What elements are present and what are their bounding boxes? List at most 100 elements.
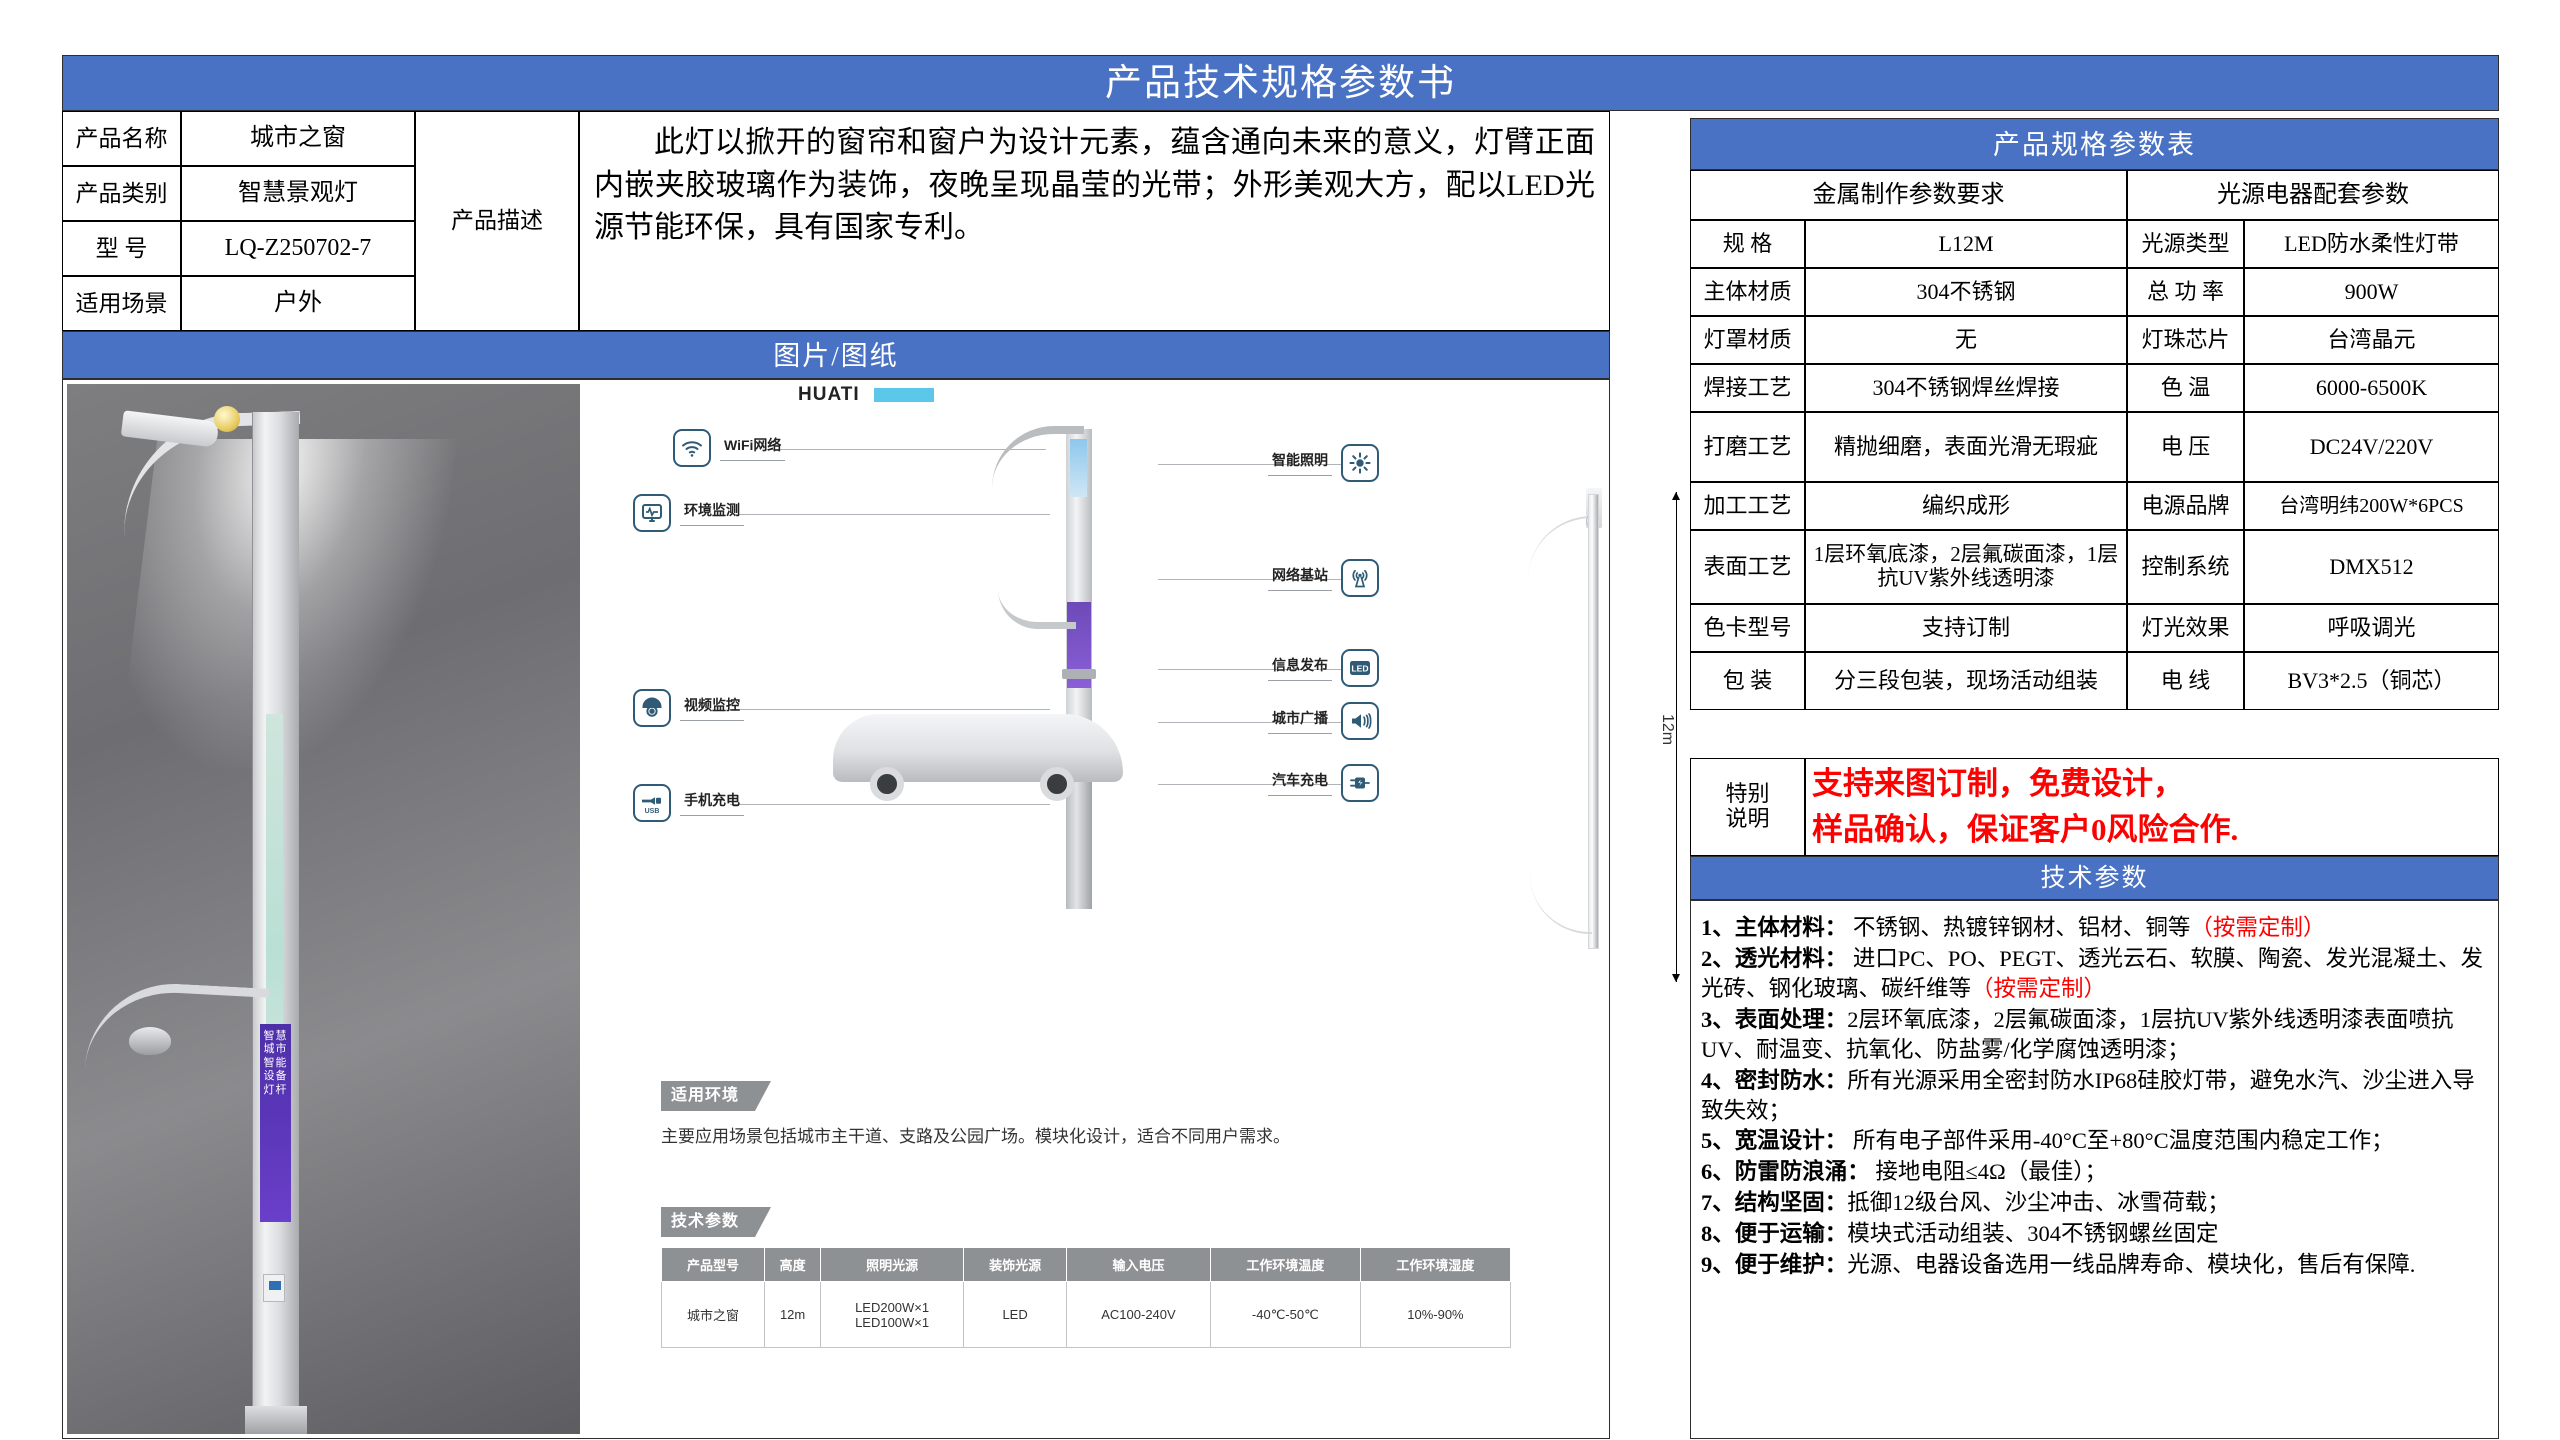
tech-item-body: 不锈钢、热镀锌钢材、铝材、铜等	[1847, 915, 2191, 940]
feature-label: 智能照明	[1268, 450, 1332, 476]
tech-item-head: 透光材料：	[1734, 945, 1848, 971]
spec-group-light: 光源电器配套参数	[2127, 170, 2499, 220]
spec-value: 无	[1805, 316, 2127, 364]
special-note-label: 特别 说明	[1690, 758, 1805, 856]
spec-key: 包 装	[1690, 652, 1805, 710]
tech-item-body: 模块式活动组装、304不锈钢螺丝固定	[1847, 1221, 2219, 1247]
feature-label: 手机充电	[680, 790, 744, 816]
spec-value: 台湾晶元	[2244, 316, 2499, 364]
spec-section-title: 产品规格参数表	[1690, 118, 2499, 170]
column-header: 照明光源	[820, 1247, 965, 1282]
tech-item-number: 9、	[1701, 1252, 1735, 1278]
product-photo: 智慧城市智能设备灯杆	[67, 384, 580, 1434]
spec-key: 灯珠芯片	[2127, 316, 2244, 364]
feature-label: 城市广播	[1268, 708, 1332, 734]
brand-swatch	[873, 387, 934, 402]
pole-lower-curve	[1530, 874, 1592, 934]
tech-item-number: 4、	[1701, 1067, 1735, 1093]
drawings-section-title: 图片/图纸	[62, 331, 1610, 379]
spec-value: DMX512	[2244, 530, 2499, 604]
drawings-section: 智慧城市智能设备灯杆 HUATI	[62, 379, 1680, 1439]
tech-item-body: 光源、电器设备选用一线品牌寿命、模块化，售后有保障.	[1847, 1252, 2416, 1278]
leader-line	[1158, 784, 1343, 785]
spec-key: 光源类型	[2127, 220, 2244, 268]
tech-item-head: 结构坚固：	[1734, 1190, 1848, 1216]
special-note-row: 特别 说明 支持来图订制，免费设计， 样品确认，保证客户0风险合作.	[1690, 758, 2499, 856]
special-note-line1: 支持来图订制，免费设计，	[1812, 766, 2184, 802]
spec-group-header-row: 金属制作参数要求 光源电器配套参数	[1690, 170, 2499, 220]
leader-line	[730, 804, 1050, 805]
tech-item-head: 主体材料：	[1734, 915, 1848, 940]
table-row: 加工工艺 编织成形 电源品牌 台湾明纬200W*6PCS	[1690, 482, 2499, 530]
tech-item-number: 6、	[1701, 1159, 1735, 1185]
table-row: 色卡型号 支持订制 灯光效果 呼吸调光	[1690, 604, 2499, 652]
tech-item-head: 表面处理：	[1734, 1006, 1848, 1032]
pole-service-box	[263, 1274, 285, 1302]
feature-loudspeaker: 城市广播	[1268, 702, 1379, 740]
column-header: 产品型号	[660, 1247, 766, 1282]
tech-item-note: （按需定制）	[2190, 915, 2326, 940]
dome-camera-icon	[129, 1027, 171, 1055]
tech-item-number: 2、	[1701, 945, 1735, 971]
spec-key: 电 线	[2127, 652, 2244, 710]
list-item: 3、表面处理：2层环氧底漆，2层氟碳面漆，1层抗UV紫外线透明漆表面喷抗UV、耐…	[1701, 1005, 2490, 1065]
spec-key: 控制系统	[2127, 530, 2244, 604]
dimension-label: 12m	[1659, 714, 1676, 746]
mini-panel-tag: 技术参数	[661, 1207, 772, 1237]
spec-key: 打磨工艺	[1690, 412, 1805, 482]
table-row: 主体材质 304不锈钢 总 功 率 900W	[1690, 268, 2499, 316]
schematic-lower-arm	[998, 589, 1076, 629]
table-cell: LED200W×1 LED100W×1	[820, 1281, 965, 1348]
table-row: 适用场景 户外	[62, 276, 1172, 331]
special-note-label-line2: 说明	[1725, 806, 1770, 831]
info-key: 产品名称	[62, 111, 181, 166]
spec-value: 分三段包装，现场活动组装	[1805, 652, 2127, 710]
feature-label: 网络基站	[1268, 565, 1332, 591]
tech-item-head: 宽温设计：	[1734, 1128, 1848, 1154]
dimension-line	[1672, 492, 1680, 982]
car-wheel	[870, 767, 904, 801]
spec-value: 900W	[2244, 268, 2499, 316]
spec-key: 表面工艺	[1690, 530, 1805, 604]
spec-value: 呼吸调光	[2244, 604, 2499, 652]
tech-item-number: 3、	[1701, 1006, 1735, 1032]
tech-parameters-list: 1、主体材料： 不锈钢、热镀锌钢材、铝材、铜等（按需定制） 2、透光材料： 进口…	[1690, 900, 2499, 1439]
list-item: 9、便于维护：光源、电器设备选用一线品牌寿命、模块化，售后有保障.	[1701, 1250, 2490, 1280]
tech-item-body: 进口PC、PO、PEGT、透光云石、软膜、陶瓷、发光混凝土、发光砖、钢化玻璃、碳…	[1701, 945, 2483, 1001]
column-header: 输入电压	[1066, 1247, 1211, 1282]
schematic-bracket	[1062, 669, 1096, 679]
spec-key: 加工工艺	[1690, 482, 1805, 530]
schematic-arm	[992, 426, 1084, 488]
brand-logo: HUATI	[798, 384, 934, 406]
spec-value: 304不锈钢	[1805, 268, 2127, 316]
pole-arm-curve	[1528, 516, 1592, 586]
table-row: 表面工艺 1层环氧底漆，2层氟碳面漆，1层抗UV紫外线透明漆 控制系统 DMX5…	[1690, 530, 2499, 604]
table-cell: 10%-90%	[1359, 1281, 1512, 1348]
product-description-label: 产品描述	[415, 111, 579, 331]
feature-diagram: HUATI	[588, 384, 1680, 1434]
mini-spec-table: 产品型号 高度 照明光源 装饰光源 输入电压 工作环境温度 工作环境湿度 城市之…	[660, 1247, 1512, 1348]
table-row: 产品名称 城市之窗	[62, 111, 1172, 166]
info-key: 适用场景	[62, 276, 181, 331]
spec-key: 主体材质	[1690, 268, 1805, 316]
feature-led-display: 信息发布 LED	[1268, 649, 1379, 687]
spec-key: 电源品牌	[2127, 482, 2244, 530]
spec-value: 台湾明纬200W*6PCS	[2244, 482, 2499, 530]
tech-section-title: 技术参数	[1690, 856, 2499, 900]
environment-monitor-icon	[633, 494, 671, 532]
list-item: 4、密封防水：所有光源采用全密封防水IP68硅胶灯带，避免水汽、沙尘进入导致失效…	[1701, 1066, 2490, 1126]
table-cell: 城市之窗	[660, 1281, 766, 1348]
usb-charging-icon: USB	[633, 784, 671, 822]
spec-value: 1层环氧底漆，2层氟碳面漆，1层抗UV紫外线透明漆	[1805, 530, 2127, 604]
feature-label: 环境监测	[680, 500, 744, 526]
leader-line	[1158, 464, 1343, 465]
column-header: 高度	[764, 1247, 822, 1282]
column-header: 工作环境温度	[1209, 1247, 1361, 1282]
spec-key: 焊接工艺	[1690, 364, 1805, 412]
table-cell: AC100-240V	[1066, 1281, 1211, 1348]
tech-item-head: 密封防水：	[1734, 1067, 1848, 1093]
pole-base	[245, 1406, 307, 1434]
lower-arm	[84, 979, 270, 1079]
spec-key: 灯罩材质	[1690, 316, 1805, 364]
